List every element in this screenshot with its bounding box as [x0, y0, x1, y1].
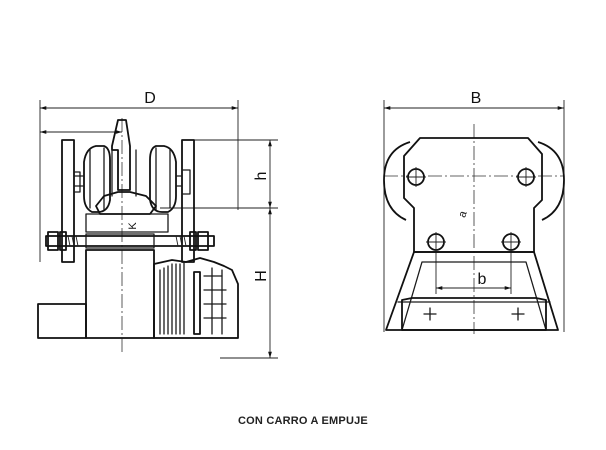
dimension-big-h: H — [220, 208, 278, 359]
cross-bolt — [45, 231, 215, 251]
right-side-plate — [181, 139, 195, 263]
hoist-body — [37, 249, 239, 339]
trolley-plate — [403, 137, 543, 253]
mount-mark-left — [423, 307, 437, 321]
dim-label-big-h: H — [253, 270, 270, 282]
right-wheel — [149, 145, 177, 213]
dimension-small-b: b — [435, 252, 512, 294]
dim-label-k: K — [127, 222, 139, 230]
front-hoist-housing — [385, 251, 559, 331]
dimension-d: D — [39, 90, 239, 262]
drawing-caption: CON CARRO A EMPUJE — [238, 415, 368, 427]
side-view: D h H — [37, 90, 278, 359]
front-right-wheel — [537, 141, 565, 221]
front-left-wheel — [383, 141, 411, 221]
right-axle-nut — [181, 169, 191, 195]
dimension-b-width: B — [383, 90, 565, 332]
dim-label-b: B — [471, 90, 482, 107]
dimension-h: h — [160, 139, 278, 209]
carriage-yoke — [85, 213, 169, 233]
mount-mark-right — [511, 307, 525, 321]
dim-label-small-b: b — [478, 271, 487, 288]
left-axle-nut — [73, 171, 81, 193]
dim-label-h: h — [253, 172, 270, 181]
dim-label-a: a — [456, 209, 470, 220]
rail-profile — [95, 119, 157, 215]
right-axle — [175, 175, 183, 187]
left-axle — [73, 175, 85, 187]
dim-label-d: D — [144, 90, 156, 107]
left-wheel — [83, 145, 111, 213]
left-side-plate — [61, 139, 75, 263]
front-view: B a b — [383, 90, 565, 334]
